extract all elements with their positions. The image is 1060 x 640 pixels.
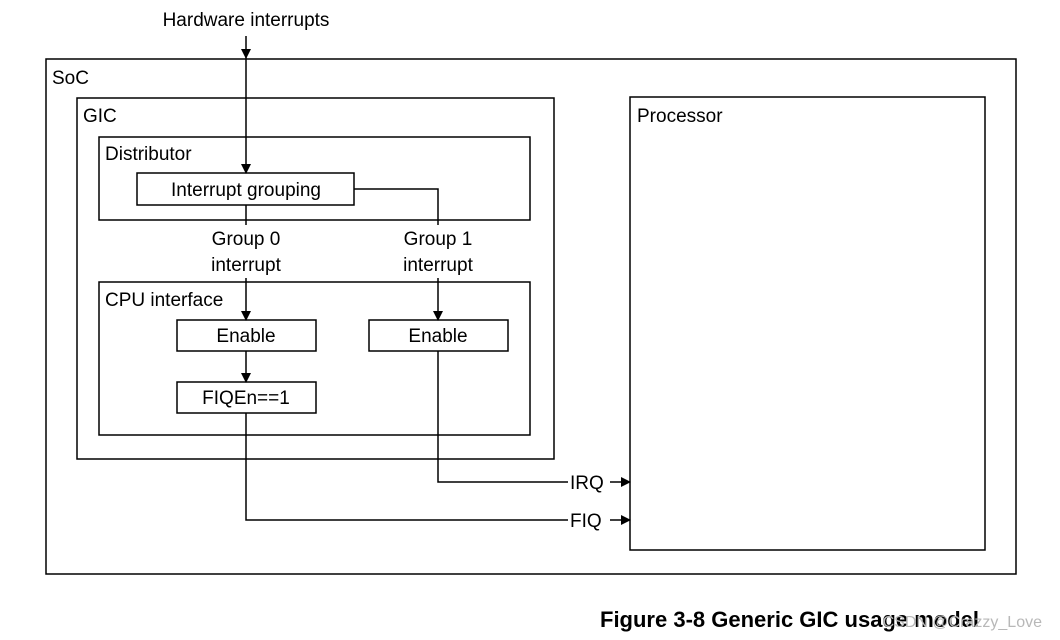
soc-label: SoC	[52, 68, 89, 89]
distributor-label: Distributor	[105, 144, 192, 165]
enable-group1-label: Enable	[408, 326, 467, 347]
gic-box	[76, 97, 555, 460]
enable-group0-label: Enable	[216, 326, 275, 347]
interrupt-grouping-label: Interrupt grouping	[171, 180, 321, 201]
group0-label-line1: Group 0	[212, 229, 281, 250]
figure-caption: Figure 3-8 Generic GIC usage model	[600, 607, 979, 632]
cpu-interface-label: CPU interface	[105, 290, 223, 311]
fiqen-label: FIQEn==1	[202, 388, 290, 409]
watermark: CSDN @Crazzy_Love	[883, 614, 1043, 631]
soc-box	[45, 58, 1017, 575]
processor-label: Processor	[637, 106, 723, 127]
group1-line-upper	[354, 188, 439, 225]
distributor-box	[98, 136, 531, 221]
group1-label-line1: Group 1	[404, 229, 473, 250]
gic-label: GIC	[83, 106, 117, 127]
fiq-label: FIQ	[570, 511, 602, 532]
irq-label: IRQ	[570, 473, 604, 494]
irq-line	[437, 351, 568, 483]
group1-label-line2: interrupt	[403, 255, 473, 276]
cpu-interface-box	[98, 281, 531, 436]
processor-box	[629, 96, 986, 551]
group0-label-line2: interrupt	[211, 255, 281, 276]
fiq-line	[245, 413, 568, 521]
hardware-interrupts-label: Hardware interrupts	[163, 10, 330, 31]
